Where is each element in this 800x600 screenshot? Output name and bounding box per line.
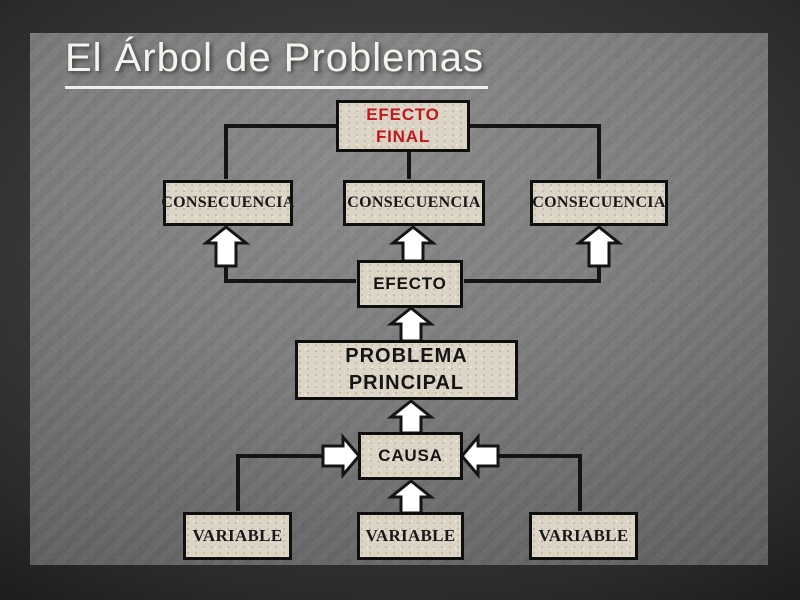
block-arrows xyxy=(201,225,624,515)
node-causa: CAUSA xyxy=(358,432,463,480)
connector-efecto-consec-left xyxy=(224,262,356,283)
node-consecuencia-1-label: CONSECUENCIA xyxy=(161,194,295,211)
page-title: El Árbol de Problemas xyxy=(65,36,488,89)
node-consecuencia-2: CONSECUENCIA xyxy=(343,180,485,226)
node-consecuencia-2-label: CONSECUENCIA xyxy=(347,194,481,211)
node-variable-1: VARIABLE xyxy=(183,512,292,560)
arrow-up-consec-mid-icon xyxy=(388,225,438,263)
arrow-up-consec-right-icon xyxy=(574,225,624,268)
connector-lines xyxy=(224,124,601,511)
connector-variable-right-causa xyxy=(496,454,582,511)
arrow-right-into-causa-icon xyxy=(321,432,361,480)
node-consecuencia-1: CONSECUENCIA xyxy=(161,180,295,226)
node-efecto-final-label: EFECTO FINAL xyxy=(366,104,440,146)
node-problema-principal-label: PROBLEMA PRINCIPAL xyxy=(345,345,468,394)
node-variable-3-label: VARIABLE xyxy=(538,526,629,545)
node-causa-label: CAUSA xyxy=(378,446,443,465)
node-consecuencia-3-label: CONSECUENCIA xyxy=(532,194,666,211)
node-variable-2: VARIABLE xyxy=(357,512,464,560)
arrow-up-consec-left-icon xyxy=(201,225,251,268)
node-variable-1-label: VARIABLE xyxy=(192,526,283,545)
node-variable-2-label: VARIABLE xyxy=(365,526,456,545)
title-block: El Árbol de Problemas xyxy=(65,36,488,89)
arrow-up-causa-icon xyxy=(386,479,436,515)
node-efecto: EFECTO xyxy=(357,260,463,308)
arrow-up-efecto-icon xyxy=(386,306,436,343)
node-consecuencia-3: CONSECUENCIA xyxy=(530,180,668,226)
arrow-left-into-causa-icon xyxy=(460,432,500,480)
node-variable-3: VARIABLE xyxy=(529,512,638,560)
connector-efectofinal-consec-right xyxy=(469,124,601,179)
connector-efectofinal-consec-left xyxy=(224,124,337,179)
arrow-up-problema-icon xyxy=(386,399,436,435)
node-problema-principal: PROBLEMA PRINCIPAL xyxy=(295,340,518,400)
connector-efecto-consec-right xyxy=(464,262,601,283)
node-efecto-final: EFECTO FINAL xyxy=(336,100,470,152)
node-efecto-label: EFECTO xyxy=(373,274,447,293)
connector-variable-left-causa xyxy=(236,454,325,511)
